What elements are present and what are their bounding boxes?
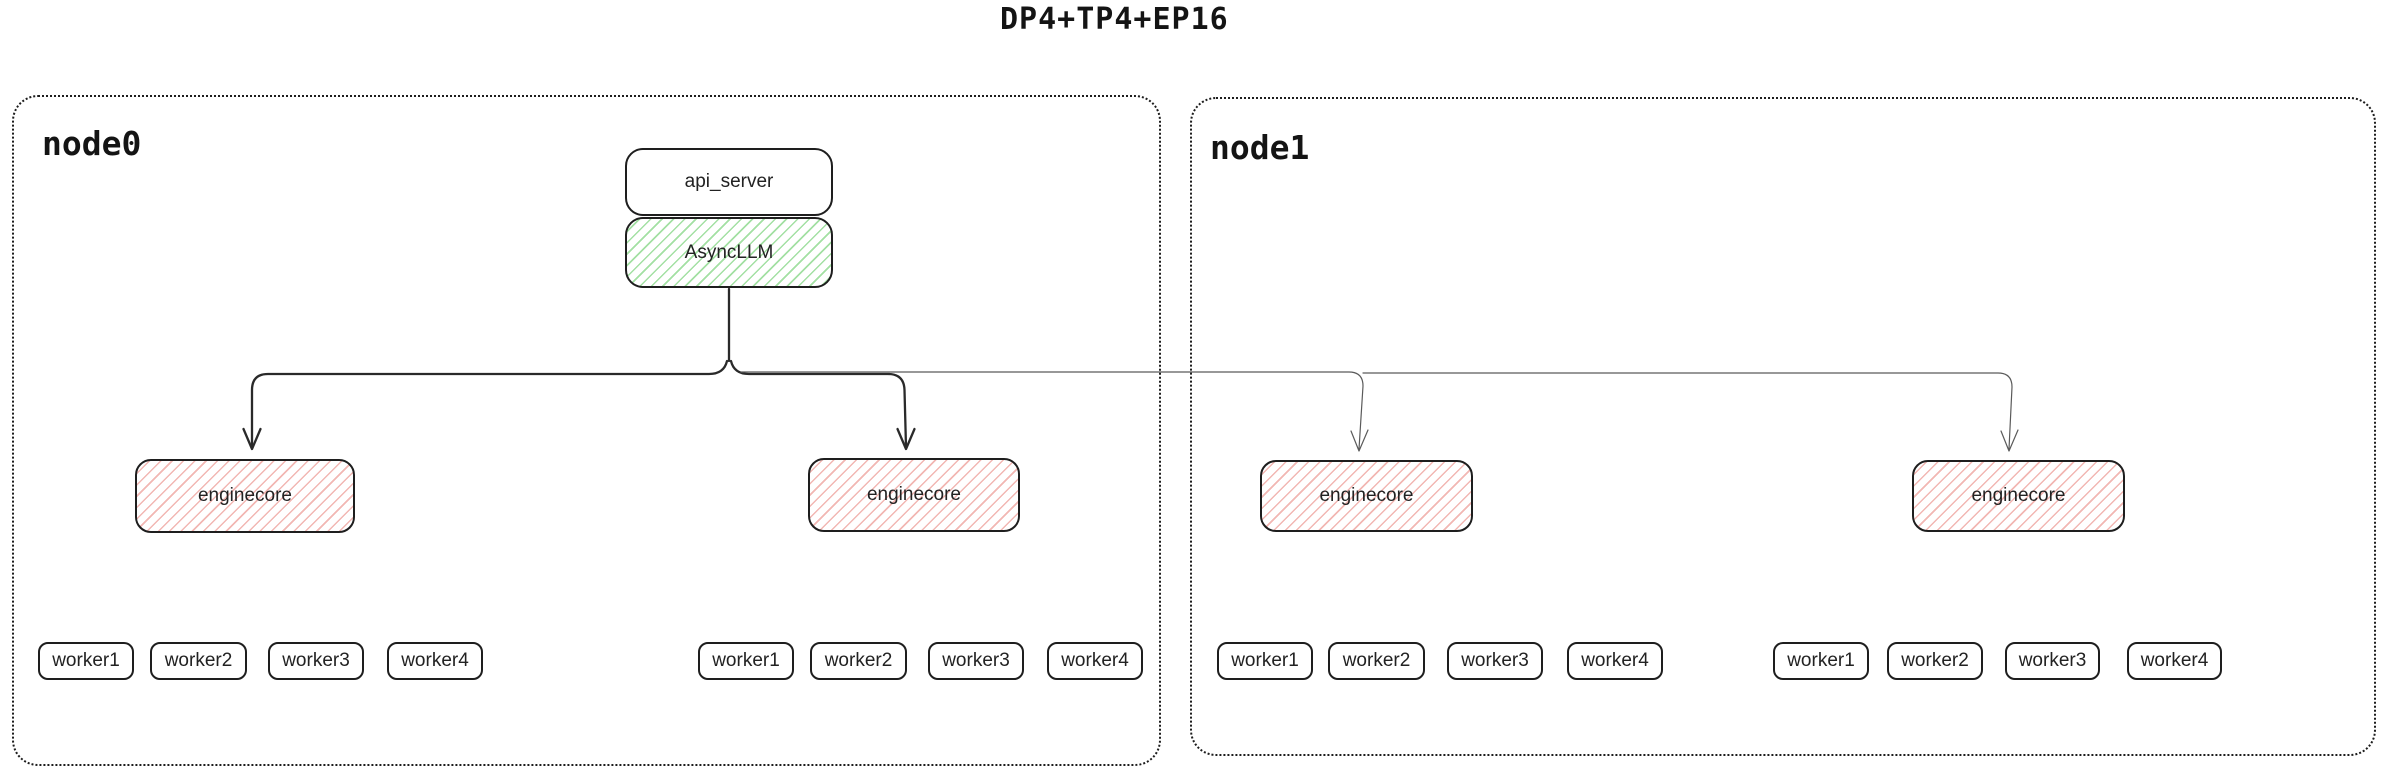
worker-box: worker1 xyxy=(1217,642,1313,680)
worker-box: worker4 xyxy=(2127,642,2222,680)
node0-label: node0 xyxy=(42,124,142,163)
worker-box: worker1 xyxy=(1773,642,1869,680)
worker-box: worker2 xyxy=(810,642,907,680)
diagram-title: DP4+TP4+EP16 xyxy=(1000,2,1229,37)
worker-box: worker4 xyxy=(387,642,483,680)
worker-box: worker2 xyxy=(150,642,247,680)
asyncllm-box: AsyncLLM xyxy=(625,217,833,288)
worker-box: worker2 xyxy=(1887,642,1983,680)
worker-box: worker3 xyxy=(2005,642,2100,680)
enginecore-box: enginecore xyxy=(1260,460,1473,532)
worker-box: worker3 xyxy=(268,642,364,680)
worker-box: worker3 xyxy=(928,642,1024,680)
api-server-box: api_server xyxy=(625,148,833,216)
node1-label: node1 xyxy=(1210,128,1310,167)
worker-box: worker4 xyxy=(1567,642,1663,680)
worker-box: worker4 xyxy=(1047,642,1143,680)
worker-box: worker2 xyxy=(1328,642,1425,680)
enginecore-box: enginecore xyxy=(135,459,355,533)
enginecore-box: enginecore xyxy=(808,458,1020,532)
worker-box: worker1 xyxy=(38,642,134,680)
worker-box: worker3 xyxy=(1447,642,1543,680)
enginecore-box: enginecore xyxy=(1912,460,2125,532)
worker-box: worker1 xyxy=(698,642,794,680)
